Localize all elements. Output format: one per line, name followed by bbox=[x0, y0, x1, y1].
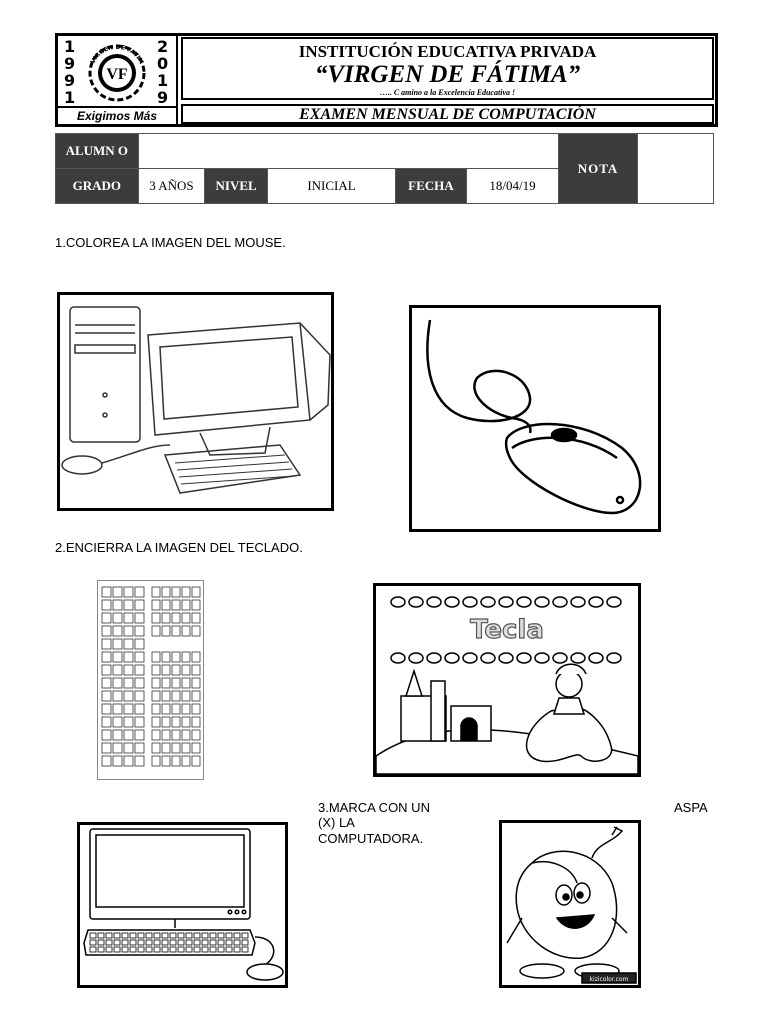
nota-label: NOTA bbox=[558, 133, 638, 204]
logo-year-digit: 9 bbox=[64, 54, 75, 73]
grado-value: 3 AÑOS bbox=[137, 168, 206, 204]
tecla-illustration: Tecla bbox=[376, 596, 638, 774]
keyboard-illustration bbox=[101, 586, 201, 767]
nota-field[interactable] bbox=[636, 133, 715, 204]
alumno-label: ALUMN O bbox=[55, 133, 139, 169]
logo-year-digit: 9 bbox=[64, 71, 75, 90]
logo-emblem: 1 9 9 1 2 0 1 9 VF VIRGEN DE FATIMA Exig… bbox=[56, 31, 176, 123]
question-3-part3: (X) LA bbox=[318, 815, 355, 830]
fecha-value: 18/04/19 bbox=[465, 168, 560, 204]
logo-year-digit: 9 bbox=[157, 88, 168, 107]
question-2: 2.ENCIERRA LA IMAGEN DEL TECLADO. bbox=[55, 540, 303, 555]
alumno-field[interactable] bbox=[137, 133, 560, 169]
computer-illustration bbox=[61, 306, 331, 494]
logo-year-digit: 1 bbox=[157, 71, 168, 90]
logo-year-digit: 1 bbox=[64, 37, 75, 56]
logo-year-digit: 0 bbox=[157, 54, 168, 73]
mouse-image[interactable] bbox=[409, 305, 661, 532]
cartoon-mouse-image[interactable]: kizicolor.com bbox=[499, 820, 641, 988]
title-box: INSTITUCIÓN EDUCATIVA PRIVADA “VIRGEN DE… bbox=[181, 37, 714, 100]
watermark-text: kizicolor.com bbox=[590, 976, 629, 983]
exam-title-box: EXAMEN MENSUAL DE COMPUTACIÓN bbox=[181, 104, 714, 124]
question-3-part2: ASPA bbox=[674, 800, 708, 815]
tagline: ….. C amino a la Excelencia Educativa ! bbox=[379, 88, 516, 97]
desktop-computer-image[interactable] bbox=[57, 292, 334, 511]
tecla-image[interactable]: Tecla bbox=[373, 583, 641, 777]
question-1: 1.COLOREA LA IMAGEN DEL MOUSE. bbox=[55, 235, 286, 250]
logo-year-digit: 1 bbox=[64, 88, 75, 107]
exam-title: EXAMEN MENSUAL DE COMPUTACIÓN bbox=[299, 106, 596, 123]
logo-motto: Exigimos Más bbox=[77, 109, 157, 123]
logo-letter: VF bbox=[106, 66, 128, 83]
tecla-word: Tecla bbox=[470, 615, 544, 645]
cartoon-mouse-illustration: kizicolor.com bbox=[506, 826, 637, 984]
institution-name: INSTITUCIÓN EDUCATIVA PRIVADA bbox=[298, 42, 597, 61]
monitor-illustration bbox=[83, 828, 284, 981]
header-frame bbox=[55, 33, 718, 127]
mouse-illustration bbox=[426, 319, 642, 515]
nivel-value: INICIAL bbox=[266, 168, 397, 204]
grado-label: GRADO bbox=[55, 168, 139, 204]
student-info-table: ALUMN O NOTA GRADO 3 AÑOS NIVEL INICIAL … bbox=[55, 133, 715, 204]
fecha-label: FECHA bbox=[395, 168, 467, 204]
keyboard-image[interactable] bbox=[97, 580, 204, 780]
nivel-label: NIVEL bbox=[204, 168, 268, 204]
question-3-part1: 3.MARCA CON UN bbox=[318, 800, 430, 815]
logo-year-digit: 2 bbox=[157, 37, 168, 56]
school-name: “VIRGEN DE FÁTIMA” bbox=[314, 61, 581, 88]
monitor-keyboard-image[interactable] bbox=[77, 822, 288, 988]
school-logo: 1 9 9 1 2 0 1 9 VF VIRGEN DE FATIMA Exig… bbox=[56, 31, 178, 124]
question-3-part4: COMPUTADORA. bbox=[318, 831, 424, 846]
